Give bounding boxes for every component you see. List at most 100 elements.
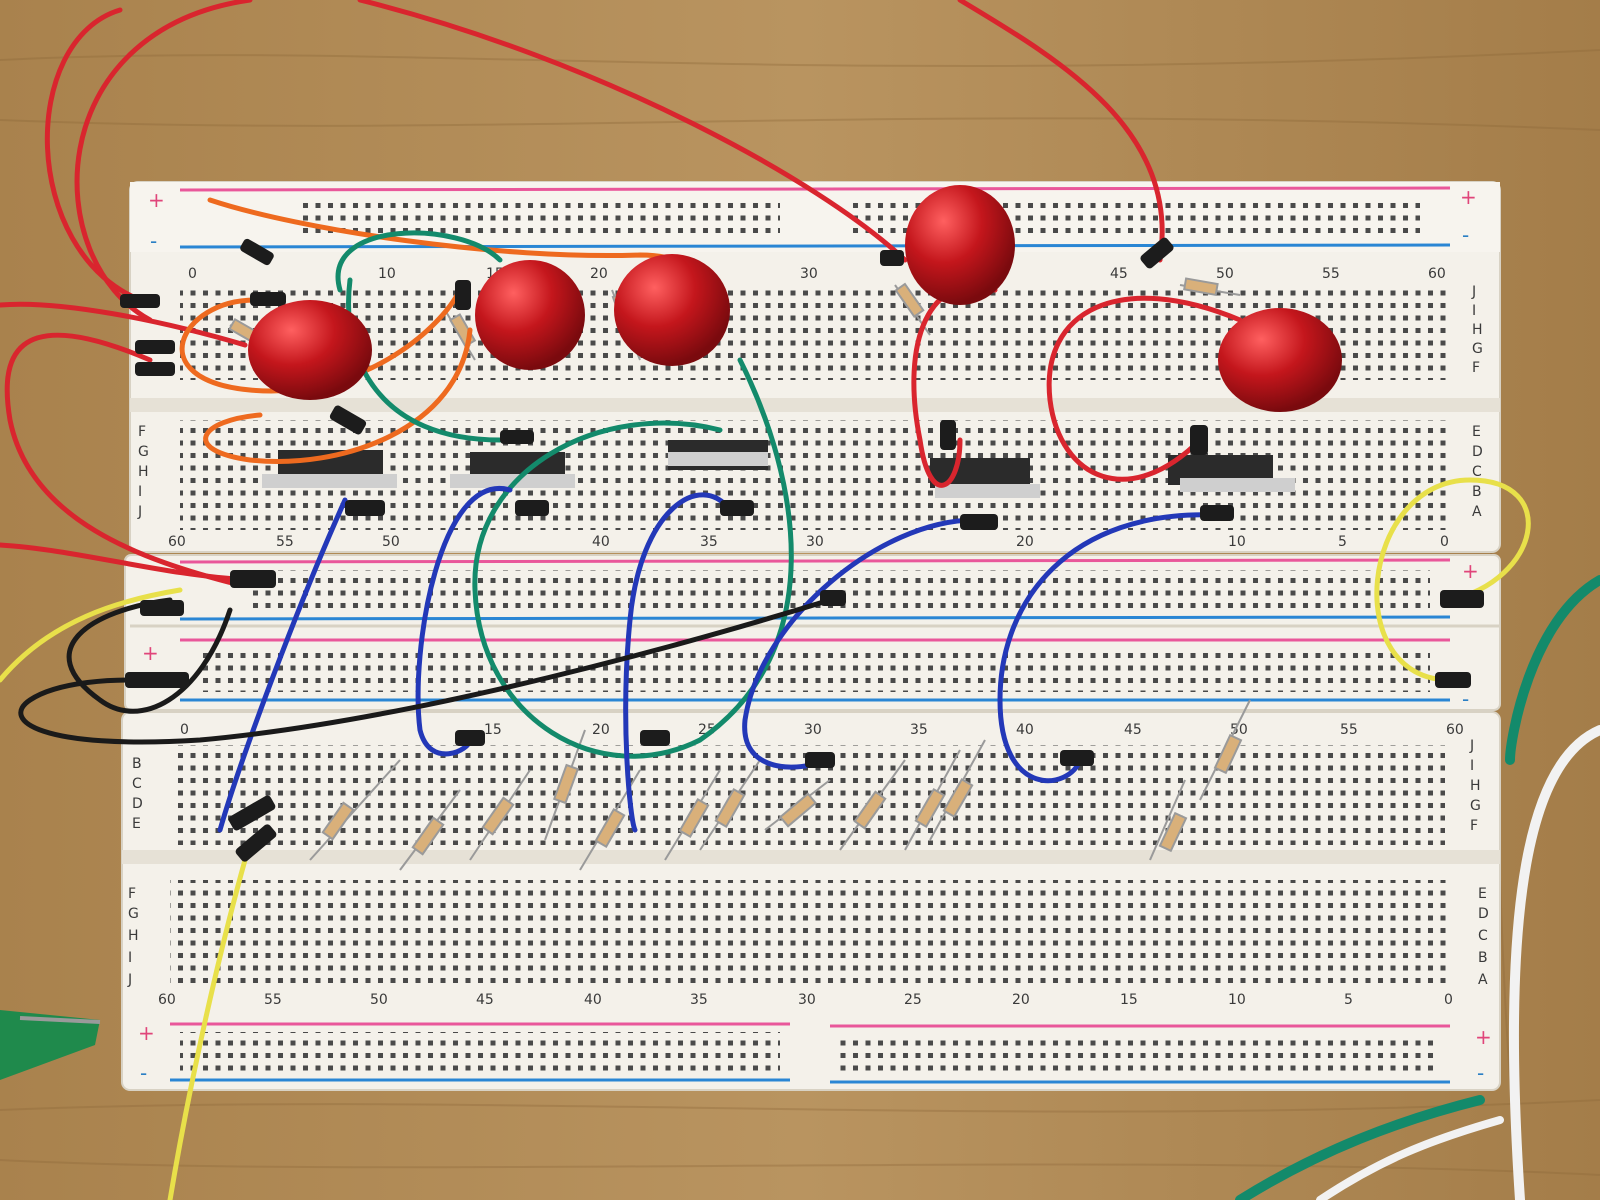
- top-upper-row-letters-right: J I H G F: [1471, 284, 1483, 376]
- svg-text:60: 60: [1446, 722, 1464, 738]
- svg-text:55: 55: [1322, 266, 1340, 282]
- svg-text:20: 20: [1016, 534, 1034, 550]
- svg-text:35: 35: [910, 722, 928, 738]
- svg-text:20: 20: [590, 266, 608, 282]
- svg-text:+: +: [138, 1021, 155, 1045]
- top-lower-column-numbers: 60 55 50 40 35 30 20 10 5 0: [168, 534, 1449, 550]
- svg-text:0: 0: [1444, 992, 1453, 1008]
- bottom-breadboard: + - + - 0 15 20 25 30 35 40 45 50 55 60 …: [121, 711, 1501, 1091]
- transistor-4: [930, 458, 1040, 498]
- svg-text:30: 30: [804, 722, 822, 738]
- svg-text:J: J: [127, 972, 132, 988]
- svg-text:45: 45: [476, 992, 494, 1008]
- svg-text:45: 45: [1124, 722, 1142, 738]
- svg-text:F: F: [1472, 360, 1480, 376]
- svg-text:B: B: [132, 756, 142, 772]
- svg-text:40: 40: [592, 534, 610, 550]
- svg-text:B: B: [1472, 484, 1482, 500]
- svg-text:55: 55: [276, 534, 294, 550]
- svg-text:H: H: [1472, 322, 1483, 338]
- led-5: [1218, 308, 1342, 412]
- svg-text:A: A: [1478, 972, 1488, 988]
- top-rail-minus-right: -: [1462, 223, 1469, 247]
- svg-text:A: A: [1472, 504, 1482, 520]
- green-wire-1: [335, 230, 503, 293]
- svg-text:-: -: [1462, 687, 1469, 711]
- svg-text:-: -: [1477, 1061, 1484, 1085]
- svg-text:40: 40: [1016, 722, 1034, 738]
- green-wire-3: [472, 357, 794, 759]
- svg-text:25: 25: [904, 992, 922, 1008]
- bottom-lower-row-letters-right: E D C B A: [1478, 886, 1489, 988]
- wood-grain: [0, 49, 1600, 1200]
- svg-text:I: I: [138, 484, 142, 500]
- blue-wire-5: [997, 512, 1218, 784]
- svg-text:10: 10: [1228, 534, 1246, 550]
- svg-text:C: C: [1472, 464, 1482, 480]
- svg-text:35: 35: [700, 534, 718, 550]
- svg-text:E: E: [132, 816, 141, 832]
- svg-text:30: 30: [798, 992, 816, 1008]
- svg-text:50: 50: [382, 534, 400, 550]
- svg-text:C: C: [1478, 928, 1488, 944]
- bottom-lower-row-letters-left: F G H I J: [127, 886, 139, 988]
- svg-text:I: I: [128, 950, 132, 966]
- transistor-1: [262, 450, 397, 488]
- svg-text:55: 55: [1340, 722, 1358, 738]
- yellow-wire-3: [0, 587, 183, 683]
- blue-wire-1: [217, 497, 348, 833]
- middle-power-rails: + + -: [124, 554, 1501, 711]
- svg-text:5: 5: [1338, 534, 1347, 550]
- svg-text:0: 0: [180, 722, 189, 738]
- svg-text:I: I: [1470, 758, 1474, 774]
- red-wire-7: [0, 542, 253, 583]
- top-center-channel: [130, 398, 1500, 412]
- svg-text:15: 15: [484, 722, 502, 738]
- blue-wire-3: [623, 492, 733, 833]
- svg-text:60: 60: [1428, 266, 1446, 282]
- svg-text:55: 55: [264, 992, 282, 1008]
- svg-text:45: 45: [1110, 266, 1128, 282]
- blue-wire-2: [415, 485, 513, 757]
- bottom-center-channel: [122, 850, 1500, 864]
- svg-text:40: 40: [584, 992, 602, 1008]
- red-wire-4: [957, 0, 1165, 263]
- svg-text:+: +: [1475, 1025, 1492, 1049]
- svg-text:5: 5: [1344, 992, 1353, 1008]
- green-cable: [1505, 575, 1600, 765]
- green-cable-bottom: [1235, 1095, 1485, 1200]
- svg-text:C: C: [132, 776, 142, 792]
- white-cable: [1508, 725, 1600, 1200]
- transistor-3: [668, 440, 768, 470]
- green-wire-2: [346, 277, 503, 443]
- svg-text:E: E: [1472, 424, 1481, 440]
- svg-text:G: G: [1472, 341, 1483, 357]
- svg-text:+: +: [142, 641, 159, 665]
- top-lower-row-letters-right: E D C B A: [1472, 424, 1483, 520]
- bottom-lower-column-numbers: 60 55 50 45 40 35 30 25 20 15 10 5 0: [158, 992, 1453, 1008]
- red-wire-2: [74, 0, 253, 323]
- svg-text:F: F: [138, 424, 146, 440]
- svg-text:50: 50: [370, 992, 388, 1008]
- top-rail-minus-left: -: [150, 229, 157, 253]
- svg-text:B: B: [1478, 950, 1488, 966]
- led-4: [905, 185, 1015, 305]
- top-lower-row-letters-left: F G H I J: [137, 424, 149, 520]
- wire-ends: [120, 237, 1484, 862]
- black-wire-2: [66, 597, 233, 714]
- bottom-upper-row-letters-right: J I H G F: [1469, 738, 1481, 834]
- top-rail-plus-right: +: [1460, 185, 1477, 209]
- yellow-wire-2: [167, 857, 248, 1200]
- red-wire-3: [357, 0, 908, 263]
- bottom-upper-column-numbers: 0 15 20 25 30 35 40 45 50 55 60: [180, 722, 1464, 738]
- svg-text:H: H: [138, 464, 149, 480]
- svg-text:G: G: [128, 906, 139, 922]
- top-rail-plus-left: +: [148, 188, 165, 212]
- svg-text:30: 30: [800, 266, 818, 282]
- svg-text:10: 10: [1228, 992, 1246, 1008]
- svg-text:60: 60: [168, 534, 186, 550]
- svg-text:H: H: [128, 928, 139, 944]
- svg-text:20: 20: [592, 722, 610, 738]
- svg-text:15: 15: [1120, 992, 1138, 1008]
